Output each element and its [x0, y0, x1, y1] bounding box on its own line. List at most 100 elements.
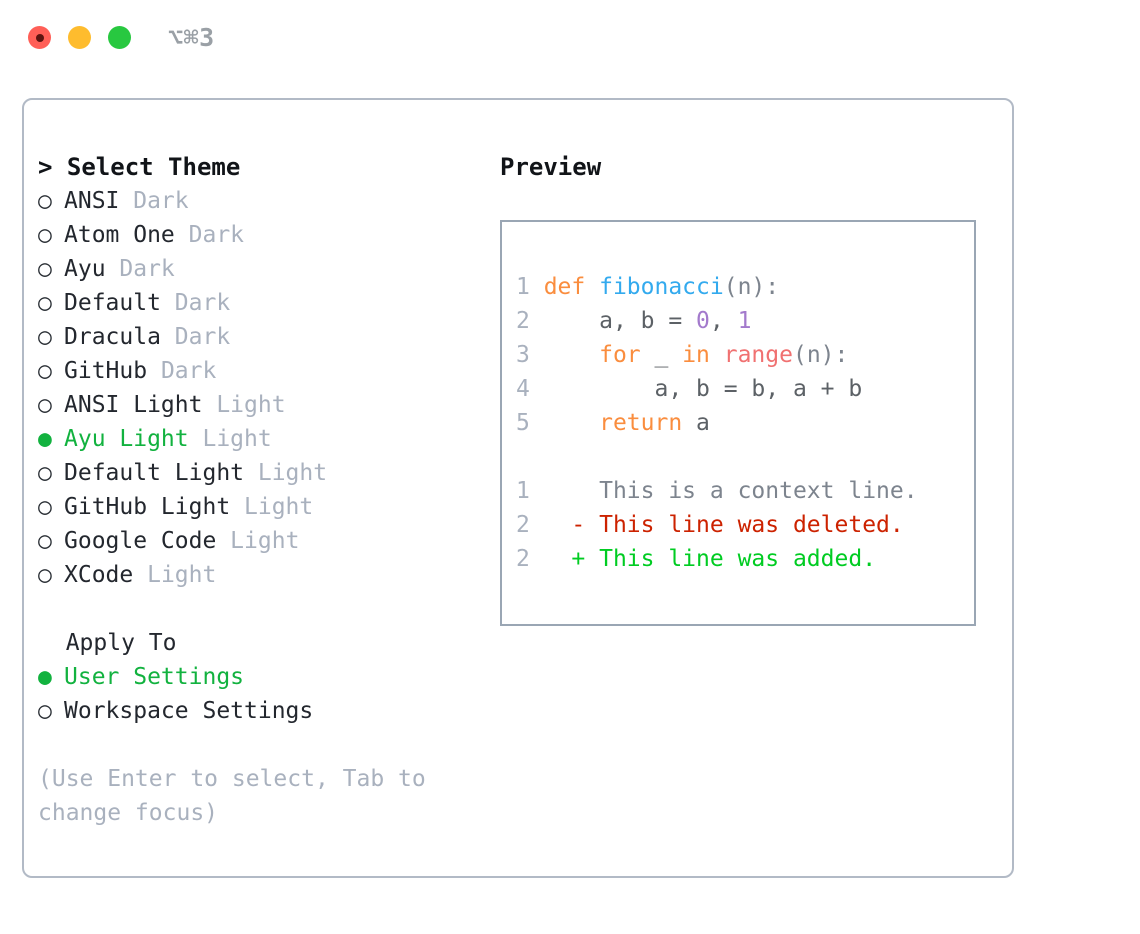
theme-variant-label: Dark — [147, 358, 217, 384]
theme-name: GitHub Light — [64, 494, 231, 520]
diff-marker — [544, 478, 586, 504]
diff-marker: - — [543, 512, 586, 538]
apply-to-label: Workspace Settings — [64, 698, 314, 724]
code-token: range — [723, 342, 793, 368]
theme-name: Ayu — [64, 256, 106, 282]
minimize-button-icon[interactable] — [68, 26, 91, 49]
code-token: in — [682, 342, 724, 368]
line-number: 2 — [516, 512, 544, 538]
code-token: (n): — [792, 342, 849, 368]
code-token: _ — [654, 342, 683, 368]
radio-unselected-icon[interactable]: ○ — [38, 460, 52, 486]
code-blank-line — [516, 440, 918, 474]
line-number: 5 — [516, 410, 544, 436]
diff-line: 2 + This line was added. — [516, 542, 918, 576]
theme-list-item[interactable]: ○ Ayu Dark — [38, 252, 478, 286]
line-number: 3 — [516, 342, 544, 368]
theme-list-item[interactable]: ○Default Dark — [38, 286, 478, 320]
code-line: 3 for _ in range(n): — [516, 338, 918, 372]
diff-line: 1 This is a context line. — [516, 474, 918, 508]
radio-unselected-icon[interactable]: ○ — [38, 698, 52, 724]
theme-list-item[interactable]: ○ Atom One Dark — [38, 218, 478, 252]
theme-list: ○ANSI Dark○Atom One Dark○Ayu Dark○Defaul… — [38, 184, 478, 592]
radio-unselected-icon[interactable]: ○ — [38, 494, 52, 520]
radio-unselected-icon[interactable]: ○ — [38, 562, 52, 588]
theme-list-item[interactable]: ○ ANSI Light Light — [38, 388, 478, 422]
theme-list-item[interactable]: ○Dracula Dark — [38, 320, 478, 354]
theme-variant-label: Light — [216, 528, 300, 554]
code-line: 2 a, b = 0, 1 — [516, 304, 918, 338]
theme-name: Default Light — [64, 460, 245, 486]
section-spacer — [38, 592, 478, 626]
theme-name: Atom One — [64, 222, 175, 248]
window-shortcut-label: ⌥⌘3 — [168, 23, 215, 52]
radio-unselected-icon[interactable]: ○ — [38, 256, 52, 282]
line-number: 1 — [516, 274, 544, 300]
page-title: Select Theme — [66, 153, 241, 181]
theme-list-item[interactable]: ○ Google Code Light — [38, 524, 478, 558]
line-number: 1 — [516, 478, 544, 504]
code-token: a, b = b, a + b — [543, 376, 863, 402]
theme-variant-label: Dark — [105, 256, 175, 282]
radio-unselected-icon[interactable]: ○ — [38, 358, 52, 384]
heading-prompt-prefix: > — [38, 153, 67, 181]
radio-selected-icon[interactable]: ● — [38, 426, 52, 452]
theme-name: Google Code — [64, 528, 217, 554]
preview-column: Preview 1 def fibonacci(n):2 a, b = 0, 1… — [500, 150, 1000, 626]
diff-marker: + — [543, 546, 586, 572]
apply-to-label: User Settings — [64, 664, 245, 690]
theme-name: XCode — [64, 562, 134, 588]
keyboard-hint-text: (Use Enter to select, Tab to change focu… — [38, 766, 426, 826]
radio-unselected-icon[interactable]: ○ — [38, 188, 52, 214]
title-bar: ⌥⌘3 — [0, 0, 1140, 78]
code-token: fibonacci — [599, 274, 724, 300]
theme-list-item[interactable]: ● Ayu Light Light — [38, 422, 478, 456]
radio-unselected-icon[interactable]: ○ — [38, 324, 52, 350]
theme-name: GitHub — [64, 358, 148, 384]
theme-name: ANSI Light — [64, 392, 203, 418]
close-button-icon[interactable] — [28, 26, 51, 49]
apply-to-item[interactable]: ● User Settings — [38, 660, 478, 694]
theme-name: ANSI — [64, 188, 120, 214]
select-theme-heading: > Select Theme — [38, 150, 478, 184]
theme-list-item[interactable]: ○XCode Light — [38, 558, 478, 592]
theme-variant-label: Light — [202, 392, 286, 418]
theme-variant-label: Light — [244, 460, 328, 486]
maximize-button-icon[interactable] — [108, 26, 131, 49]
theme-list-item[interactable]: ○ Default Light Light — [38, 456, 478, 490]
code-token: , — [709, 308, 738, 334]
radio-selected-icon[interactable]: ● — [38, 664, 52, 690]
theme-variant-label: Light — [188, 426, 272, 452]
diff-text: This line was added. — [585, 546, 877, 572]
apply-to-list: ● User Settings ○ Workspace Settings — [38, 660, 478, 728]
code-token: (n): — [723, 274, 780, 300]
theme-variant-label: Dark — [160, 290, 231, 316]
line-number: 2 — [516, 546, 544, 572]
theme-variant-label: Dark — [119, 188, 189, 214]
radio-unselected-icon[interactable]: ○ — [38, 392, 52, 418]
apply-to-heading-label: Apply To — [65, 630, 177, 656]
theme-list-item[interactable]: ○ ANSI Dark — [38, 184, 478, 218]
preview-title: Preview — [500, 153, 602, 181]
theme-name: Dracula — [64, 324, 161, 350]
apply-to-item[interactable]: ○ Workspace Settings — [38, 694, 478, 728]
line-number: 4 — [516, 376, 544, 402]
radio-unselected-icon[interactable]: ○ — [38, 290, 52, 316]
theme-variant-label: Dark — [174, 222, 245, 248]
code-token: for — [543, 342, 655, 368]
code-token: def — [543, 274, 600, 300]
radio-unselected-icon[interactable]: ○ — [38, 528, 52, 554]
traffic-light-buttons — [28, 26, 131, 49]
apply-to-heading: Apply To — [38, 626, 478, 660]
code-token: a, b = — [543, 308, 697, 334]
theme-list-item[interactable]: ○ GitHub Dark — [38, 354, 478, 388]
theme-list-item[interactable]: ○GitHub Light Light — [38, 490, 478, 524]
theme-name: Ayu Light — [64, 426, 189, 452]
code-token: return — [543, 410, 697, 436]
code-line: 4 a, b = b, a + b — [516, 372, 918, 406]
diff-text: This is a context line. — [585, 478, 918, 504]
radio-unselected-icon[interactable]: ○ — [38, 222, 52, 248]
